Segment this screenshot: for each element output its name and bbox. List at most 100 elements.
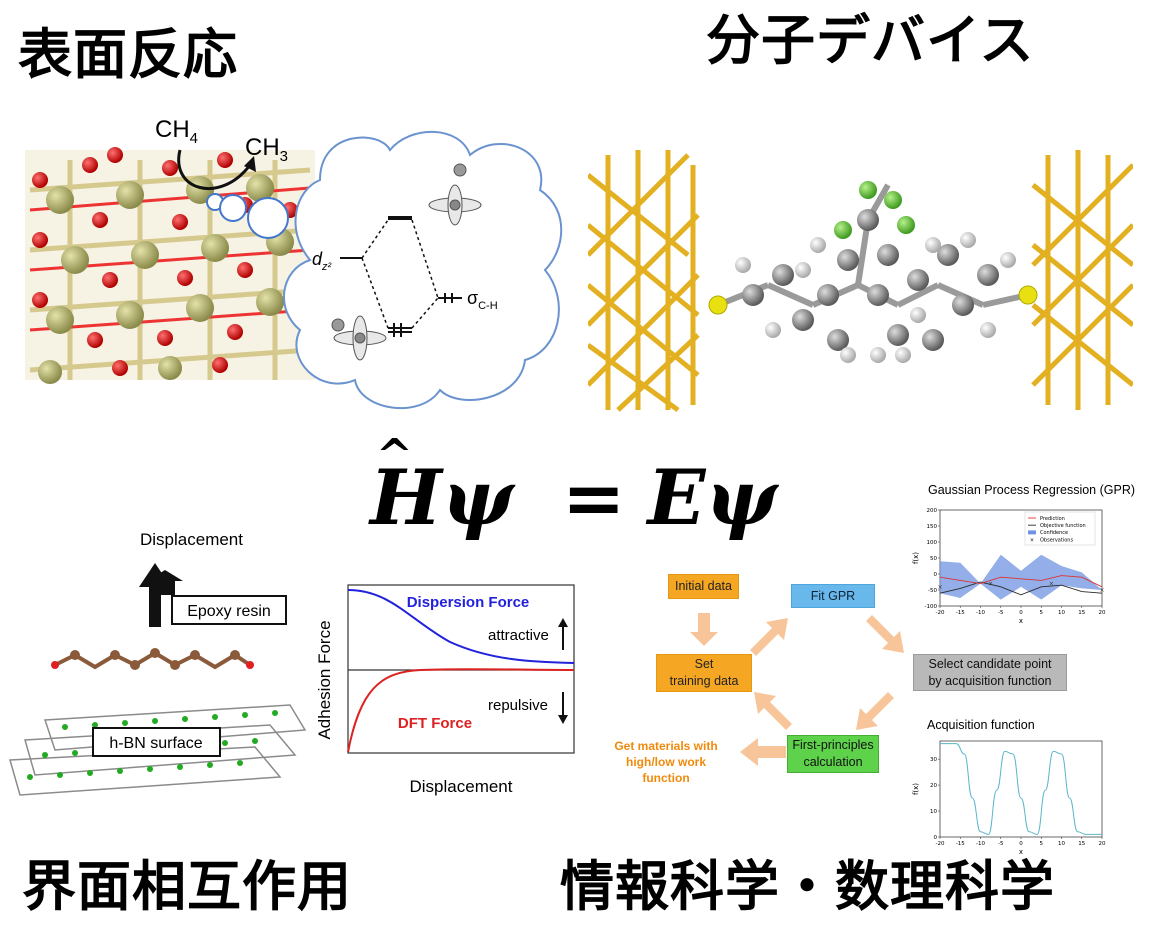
adhesion-ylabel: Adhesion Force [315, 620, 334, 739]
x-tick-label: -10 [976, 610, 985, 616]
legend-marker: × [1030, 538, 1034, 544]
y-tick-label: 50 [930, 556, 937, 562]
y-axis-label: f(x) [912, 552, 920, 564]
repulsive-label: repulsive [488, 697, 548, 714]
y-tick-label: 0 [934, 572, 938, 578]
dft-curve [347, 668, 575, 753]
title-molecular-device: 分子デバイス [706, 9, 1035, 72]
x-tick-label: 20 [1099, 841, 1106, 847]
equals-sign: = [561, 453, 626, 542]
plot-frame [939, 740, 1103, 838]
x-tick-label: 10 [1058, 610, 1065, 616]
hbn-box [92, 727, 221, 757]
sulfur-left [708, 295, 728, 315]
y-tick-label: -50 [928, 588, 937, 594]
initial-data-box: Initial data [668, 574, 739, 599]
legend-box [1024, 511, 1096, 546]
objective-line [939, 581, 1103, 596]
dft-label: DFT Force [398, 715, 472, 732]
y-axis-label: f(x) [912, 783, 920, 795]
displacement-top-label: Displacement [140, 530, 243, 549]
adhesion-force-plot: Adhesion Force Dispersion Force DFT Forc… [315, 584, 575, 796]
molecular-device-figure [588, 150, 1133, 413]
hamiltonian: ^H [370, 434, 442, 536]
x-tick-label: 10 [1058, 841, 1065, 847]
arrow-fp-to-set [754, 692, 792, 730]
confidence-band [940, 554, 1102, 600]
x-tick-label: -20 [936, 841, 945, 847]
observation-point: × [988, 581, 993, 588]
title-surface-reaction: 表面反応 [18, 23, 238, 86]
dispersion-curve [347, 589, 575, 664]
up-arrow-head [139, 563, 171, 587]
observation-point: × [1099, 587, 1104, 594]
legend-label: Prediction [1040, 516, 1065, 522]
adhesion-xlabel: Displacement [410, 777, 513, 796]
orbital-lobes-bottom [331, 315, 387, 361]
up-arrow-shaft [149, 585, 161, 627]
y-tick-label: 200 [927, 508, 938, 514]
sigma-ch-label: σC-H [467, 288, 498, 312]
orbital-lobes-top [428, 163, 482, 226]
hat-symbol: ^ [376, 430, 413, 481]
x-tick-label: -5 [998, 610, 1004, 616]
observation-point: × [1049, 581, 1054, 588]
gpr-title: Gaussian Process Regression (GPR) [928, 483, 1136, 497]
psi-lhs: ψ [441, 453, 514, 542]
title-informatics: 情報科学・数理科学 [560, 855, 1055, 918]
x-tick-label: -15 [956, 610, 965, 616]
mo-diagram [340, 216, 462, 337]
dz2-label: dz² [312, 249, 332, 273]
epoxy-molecule [51, 648, 254, 670]
schrodinger-equation: ^Hψ =Eψ [370, 434, 777, 536]
legend-swatch [1028, 530, 1036, 535]
reaction-arrow [177, 149, 252, 191]
carbon-atoms [742, 209, 999, 351]
interface-figure: Epoxy resin h-BN surface [9, 563, 307, 796]
title-interface-interaction: 界面相互作用 [22, 855, 352, 918]
x-tick-label: 5 [1040, 610, 1044, 616]
sulfur-right [1018, 285, 1038, 305]
gold-electrode-left [588, 150, 700, 413]
x-tick-label: 0 [1019, 610, 1023, 616]
x-tick-label: -10 [976, 841, 985, 847]
energy-psi: Eψ [647, 453, 777, 542]
y-tick-label: 10 [930, 809, 937, 815]
x-axis-label: x [1019, 848, 1023, 856]
adsorption-bubbles [206, 193, 289, 239]
fit-gpr-box: Fit GPR [791, 584, 875, 608]
arrow-initial-to-set [690, 613, 718, 646]
arrow-fit-to-select [866, 615, 904, 653]
legend-label: Objective function [1040, 523, 1086, 529]
y-tick-label: 150 [927, 524, 938, 530]
y-tick-label: 20 [930, 783, 937, 789]
flow-arrows [690, 613, 904, 766]
observation-point: × [937, 584, 942, 591]
y-tick-label: 0 [934, 835, 938, 841]
epoxy-label: Epoxy resin [187, 603, 271, 620]
fluorine-atoms [834, 181, 915, 239]
x-tick-label: 15 [1078, 841, 1085, 847]
legend-label: Confidence [1040, 530, 1068, 536]
x-axis-label: x [1019, 617, 1023, 625]
y-tick-label: 100 [927, 540, 938, 546]
epoxy-box [171, 595, 287, 625]
legend-label: Observations [1040, 537, 1073, 543]
crystal-lattice [25, 147, 315, 384]
hydrogen-atoms [735, 232, 1016, 363]
acq-title: Acquisition function [927, 718, 1035, 732]
surface-reaction-figure: CH4 CH3 dz² σC-H [25, 116, 563, 410]
ch4-label: CH4 [155, 116, 198, 147]
x-tick-label: -5 [998, 841, 1004, 847]
x-tick-label: 0 [1019, 841, 1023, 847]
x-tick-label: 15 [1078, 610, 1085, 616]
arrow-select-to-fp [856, 692, 894, 730]
arrow-set-to-fit [750, 618, 788, 656]
acquisition-line [940, 743, 1102, 835]
x-tick-label: 5 [1040, 841, 1044, 847]
